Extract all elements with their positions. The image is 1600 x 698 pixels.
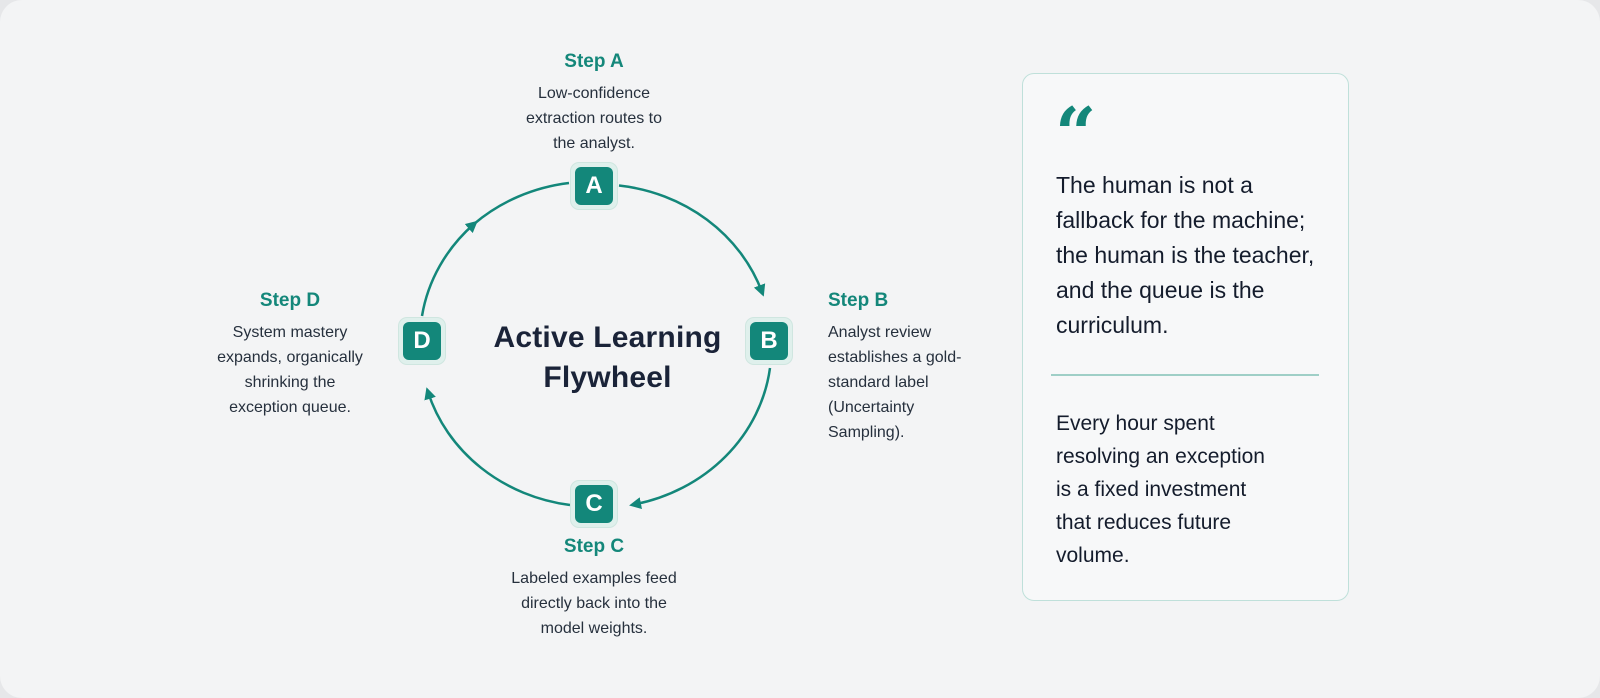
flow-arc-a-to-b (618, 184, 766, 297)
step-d-line: expands, organically (217, 349, 363, 366)
step-c-line: model weights. (540, 620, 648, 637)
quote-sub-line: Every hour spent (1056, 412, 1215, 435)
quote-subtext: Every hour spent resolving an exception … (1056, 407, 1296, 572)
step-d-line: shrinking the (244, 374, 336, 391)
step-a-line: the analyst. (553, 135, 635, 152)
quote-sub-line: volume. (1056, 544, 1130, 567)
quote-line: curriculum. (1056, 312, 1169, 338)
step-c-line: Labeled examples feed (511, 570, 677, 587)
quote-mark-icon: “ (1055, 91, 1097, 176)
step-a-line: Low-confidence (537, 85, 651, 102)
quote-divider (1051, 374, 1319, 376)
quote-sub-line: that reduces future (1056, 511, 1232, 534)
step-c-title: Step C (563, 536, 625, 557)
node-b-letter: B (750, 322, 788, 360)
flow-arc-d-to-a (420, 220, 478, 317)
step-c-line: directly back into the (521, 595, 667, 612)
node-a-letter: A (575, 167, 613, 205)
node-b: B (746, 318, 792, 364)
node-d-letter: D (403, 322, 441, 360)
step-d-block: Step D System mastery expands, organical… (180, 290, 400, 420)
step-d-description: System mastery expands, organically shri… (180, 320, 400, 420)
quote-line: the human is the teacher, (1056, 242, 1315, 268)
flow-arc-c-to-d (424, 387, 571, 507)
step-b-line: establishes a gold- (828, 349, 962, 366)
step-b-title: Step B (828, 290, 889, 311)
quote-sub-line: resolving an exception (1056, 445, 1265, 468)
step-a-description: Low-confidence extraction routes to the … (484, 81, 704, 156)
step-b-line: Sampling). (828, 424, 905, 441)
quote-card: “ The human is not a fallback for the ma… (1022, 73, 1349, 601)
quote-text: The human is not a fallback for the mach… (1056, 168, 1341, 343)
step-b-description: Analyst review establishes a gold- stand… (828, 320, 1048, 445)
step-c-description: Labeled examples feed directly back into… (484, 566, 704, 641)
flow-arc-b-to-c (629, 367, 772, 510)
step-d-title: Step D (259, 290, 321, 311)
step-a-title: Step A (564, 51, 624, 72)
node-a: A (571, 163, 617, 209)
step-a-line: extraction routes to (525, 110, 663, 127)
quote-sub-line: is a fixed investment (1056, 478, 1247, 501)
diagram-title: Active Learning Flywheel (493, 321, 722, 394)
node-d: D (399, 318, 445, 364)
step-b-line: standard label (828, 374, 929, 391)
quote-line: and the queue is the (1056, 277, 1265, 303)
node-c: C (571, 481, 617, 527)
step-d-line: exception queue. (229, 399, 351, 416)
flow-arc-d-to-a-tail (473, 181, 570, 225)
quote-line: fallback for the machine; (1056, 207, 1306, 233)
quote-line: The human is not a (1056, 172, 1253, 198)
step-b-line: (Uncertainty (828, 399, 915, 416)
step-b-block: Step B Analyst review establishes a gold… (828, 290, 1048, 445)
step-c-block: Step C Labeled examples feed directly ba… (484, 536, 704, 641)
step-b-line: Analyst review (828, 324, 932, 341)
step-a-block: Step A Low-confidence extraction routes … (484, 51, 704, 156)
node-c-letter: C (575, 485, 613, 523)
step-d-line: System mastery (232, 324, 348, 341)
